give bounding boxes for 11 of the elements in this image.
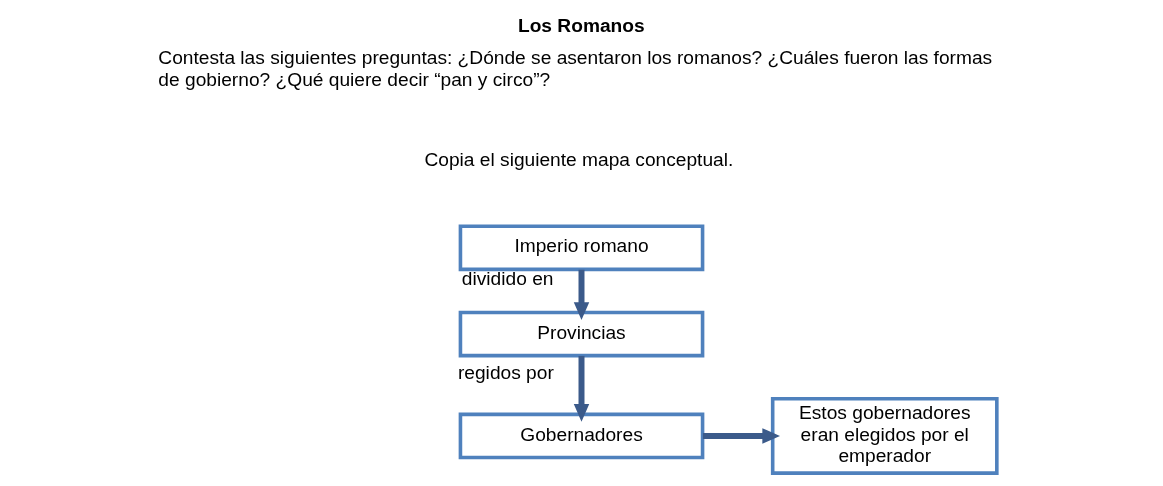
node-box: Provincias <box>458 310 705 358</box>
arrow <box>573 355 590 422</box>
node-box: Imperio romano <box>458 224 705 272</box>
node-box: Estos gobernadores eran elegidos por el emperador <box>770 397 999 475</box>
arrow <box>573 269 590 320</box>
label: Copia el siguiente mapa conceptual. <box>424 149 734 171</box>
edge-label: regidos por <box>457 361 554 383</box>
node-box: Gobernadores <box>458 412 705 460</box>
diagram-title: Los Romanos <box>517 14 645 36</box>
arrow <box>702 428 780 444</box>
label: Contesta las siguientes preguntas: ¿Dónde se asentaron los romanos? ¿Cuáles fueron las formas de gobierno? ¿Qué quiere decir “pan y circo”? <box>158 47 993 90</box>
